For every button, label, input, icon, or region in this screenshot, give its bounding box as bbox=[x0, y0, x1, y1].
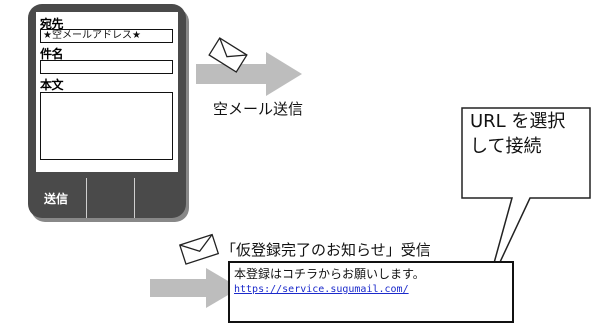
callout-line-1: URL を選択 bbox=[470, 111, 566, 132]
send-softkey-label: 送信 bbox=[44, 192, 69, 206]
send-arrow bbox=[196, 52, 304, 96]
subject-field[interactable] bbox=[40, 60, 173, 74]
callout-line-2: して接続 bbox=[470, 136, 542, 157]
callout-bubble: URL を選択 して接続 bbox=[456, 100, 596, 300]
to-field-value: ★空メールアドレス★ bbox=[43, 30, 141, 41]
softkey-2[interactable] bbox=[86, 178, 134, 218]
softkey-3[interactable] bbox=[134, 178, 186, 218]
registration-link[interactable]: https://service.sugumail.com/ bbox=[234, 284, 409, 295]
receive-caption: 「仮登録完了のお知らせ」受信 bbox=[221, 241, 431, 259]
envelope-icon bbox=[206, 34, 250, 76]
body-field[interactable] bbox=[40, 92, 173, 160]
mail-body-line: 本登録はコチラからお願いします。 bbox=[234, 267, 425, 281]
envelope-icon bbox=[176, 230, 224, 268]
to-field-label: 宛先 bbox=[40, 17, 64, 31]
received-mail: 本登録はコチラからお願いします。 https://service.sugumai… bbox=[228, 261, 514, 323]
receive-arrow bbox=[150, 268, 242, 308]
send-caption: 空メール送信 bbox=[213, 100, 304, 118]
body-field-label: 本文 bbox=[40, 78, 64, 92]
to-field[interactable]: ★空メールアドレス★ bbox=[40, 29, 173, 43]
mobile-phone: 宛先 ★空メールアドレス★ 件名 本文 送信 bbox=[28, 4, 186, 218]
send-softkey[interactable]: 送信 bbox=[28, 178, 86, 218]
softkey-bar: 送信 bbox=[28, 178, 186, 218]
phone-screen: 宛先 ★空メールアドレス★ 件名 本文 bbox=[36, 12, 178, 172]
subject-field-label: 件名 bbox=[40, 47, 64, 61]
